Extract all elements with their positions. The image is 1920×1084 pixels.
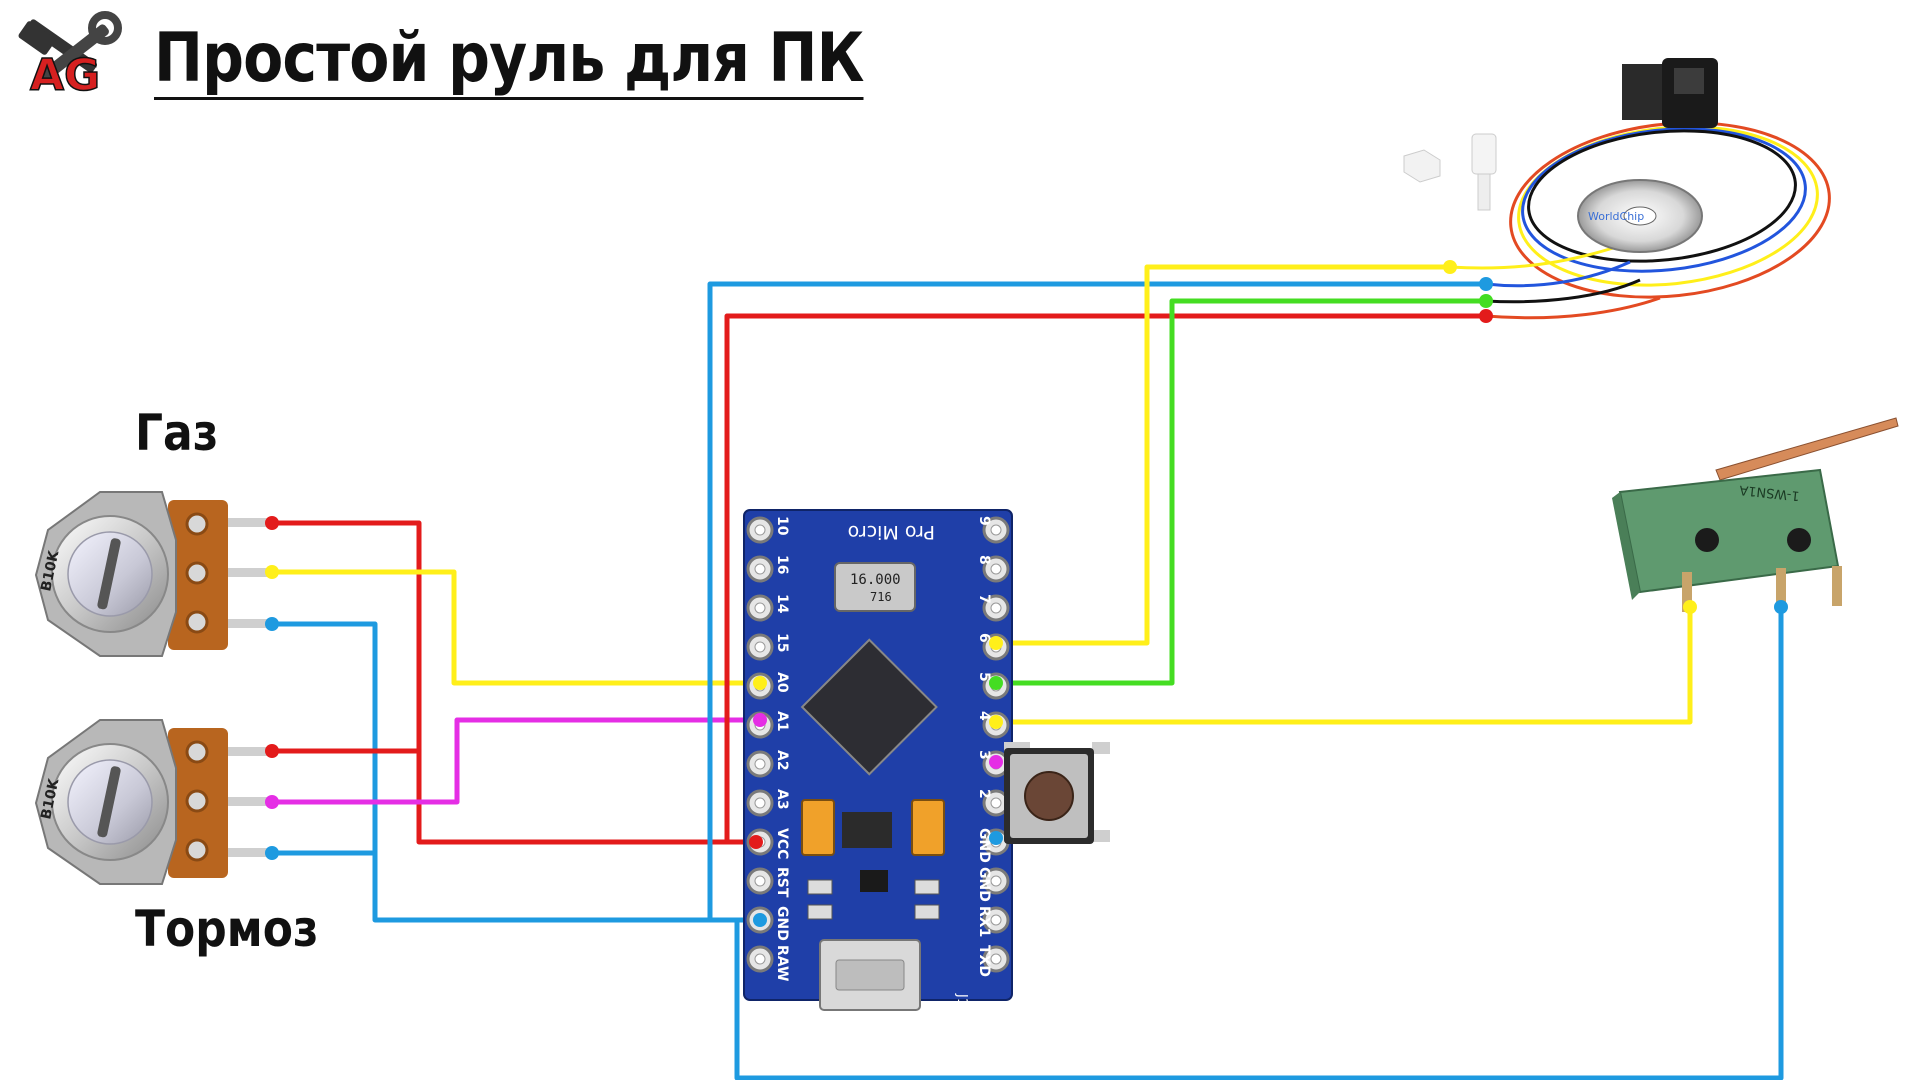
left-pin-label: GND (774, 906, 790, 941)
wire-dot (265, 795, 279, 809)
wire-dot (753, 676, 767, 690)
microswitch: 1-WSN1A (1612, 417, 1899, 612)
gas-potentiometer: B10K (34, 491, 268, 657)
right-pin-label: 7 (976, 594, 992, 604)
wire-brake-signal (269, 717, 763, 805)
wire-dot (265, 516, 279, 530)
encoder-disc-text: WorldChip (1588, 210, 1644, 223)
wire-dot (989, 636, 1003, 650)
left-pin-label: RAW (774, 945, 790, 981)
right-pin-label: 2 (976, 789, 992, 799)
wire-switch-signal (993, 604, 1693, 725)
right-pin-label: 9 (976, 516, 992, 526)
left-pin-label: RST (774, 867, 790, 898)
right-pin-label: 4 (976, 711, 992, 721)
right-pin-label: 8 (976, 555, 992, 565)
right-pin-label: TXD (976, 945, 992, 977)
wire-dot (265, 617, 279, 631)
wire-dot (989, 676, 1003, 690)
right-pin-label: GND (976, 867, 992, 902)
wire-dot (265, 744, 279, 758)
optical-encoder: WorldChip (1403, 58, 1831, 320)
right-pin-label: 3 (976, 750, 992, 760)
wire-dot (265, 846, 279, 860)
label-brake: Тормоз (135, 900, 319, 958)
wire-dot (989, 755, 1003, 769)
left-pin-label: A1 (774, 711, 790, 732)
page-title: Простой руль для ПК (154, 22, 864, 101)
wrench-icon (37, 11, 122, 84)
wire-encoder-vcc (724, 313, 1489, 845)
right-pin-label: 6 (976, 633, 992, 643)
left-pin-label: A0 (774, 672, 790, 693)
wire-dot (265, 565, 279, 579)
wire-dot (1479, 294, 1493, 308)
right-pin-label: RX1 (976, 906, 992, 937)
microswitch-model: 1-WSN1A (1739, 482, 1801, 503)
wire-dot (1479, 309, 1493, 323)
hammer-icon (18, 19, 98, 73)
crystal-label-bottom: 716 (870, 590, 892, 604)
wire-dot (753, 913, 767, 927)
left-pin-label: 14 (774, 594, 790, 614)
crystal-label-top: 16.000 (850, 572, 901, 588)
left-pin-label: 10 (774, 516, 790, 536)
wire-dot (1683, 600, 1697, 614)
left-pin-label: VCC (774, 828, 790, 859)
right-pin-label: GND (976, 828, 992, 863)
logo-text: AG (30, 50, 100, 101)
wire-encoder-b (993, 298, 1489, 686)
logo: AG (18, 11, 122, 102)
wire-dot (1443, 260, 1457, 274)
wire-endpoints (265, 260, 1788, 927)
wire-dot (749, 835, 763, 849)
label-gas: Газ (135, 404, 219, 462)
wire-dot (989, 831, 1003, 845)
wire-dot (753, 713, 767, 727)
left-pin-label: A2 (774, 750, 790, 771)
wire-gas-signal (269, 569, 763, 686)
board-j1-label: J1 (954, 993, 969, 1006)
wire-dot (1479, 277, 1493, 291)
wire-dot (1774, 600, 1788, 614)
wire-gas-vcc (269, 520, 759, 845)
wire-gas-gnd (269, 621, 763, 923)
wire-encoder-a (993, 264, 1453, 646)
left-pin-label: 15 (774, 633, 790, 652)
push-button (1004, 742, 1110, 844)
pro-micro-board: Pro Micro 16.000 716 J1 10 16 14 15A0A1A2A3… (743, 509, 1013, 1011)
board-name: Pro Micro (848, 521, 935, 543)
right-pin-label: 5 (976, 672, 992, 682)
wire-dot (989, 715, 1003, 729)
left-pin-label: 16 (774, 555, 790, 574)
wires (269, 264, 1784, 1081)
left-pin-label: A3 (774, 789, 790, 810)
brake-potentiometer: B10K (34, 719, 268, 885)
